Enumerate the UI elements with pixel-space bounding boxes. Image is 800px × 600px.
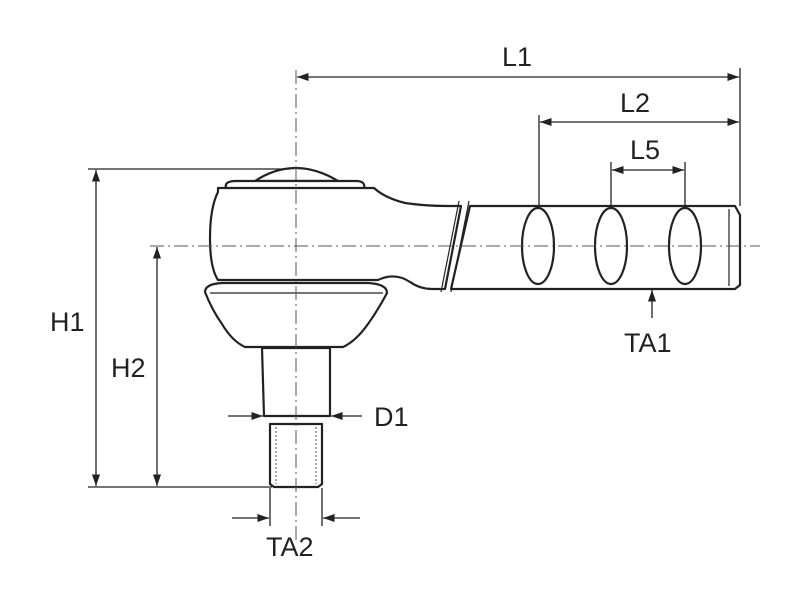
break-line-2 [450, 200, 470, 293]
dimension-lines [88, 68, 741, 526]
housing-body [208, 186, 463, 291]
label-l1: L1 [502, 42, 532, 72]
label-ta1: TA1 [624, 328, 672, 358]
label-h1: H1 [50, 307, 85, 337]
label-h2: H2 [111, 353, 146, 383]
label-l2: L2 [620, 88, 650, 118]
label-ta2: TA2 [266, 532, 314, 562]
label-l5: L5 [630, 135, 660, 165]
label-d1: D1 [374, 402, 409, 432]
